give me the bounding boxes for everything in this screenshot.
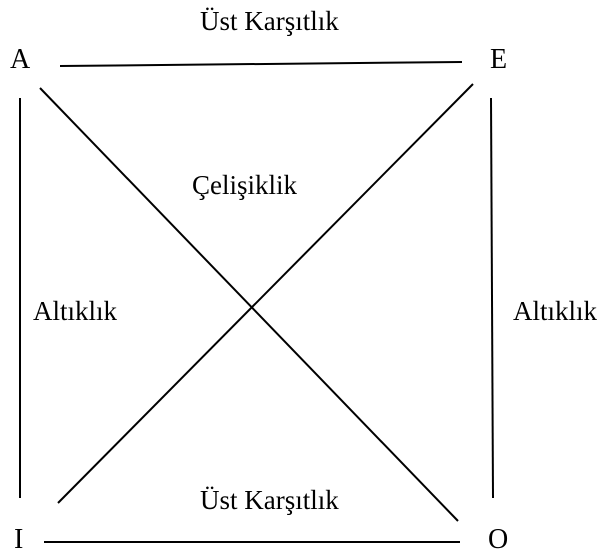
vertex-a-label: A	[10, 44, 31, 75]
relation-top-label: Üst Karşıtlık	[200, 6, 339, 36]
edge-e-o	[490, 97, 494, 499]
diagonal-a-o	[39, 87, 459, 522]
relation-center-label: Çelişiklik	[192, 170, 298, 200]
vertex-e-label: E	[490, 44, 508, 75]
edge-a-e	[59, 61, 463, 67]
relation-bottom-label: Üst Karşıtlık	[200, 485, 339, 515]
vertex-i-label: I	[14, 524, 24, 555]
relation-left-label: Altıklık	[33, 296, 118, 326]
vertex-o-label: O	[488, 524, 509, 555]
diagonal-e-i	[57, 83, 474, 504]
relation-right-label: Altıklık	[513, 296, 598, 326]
